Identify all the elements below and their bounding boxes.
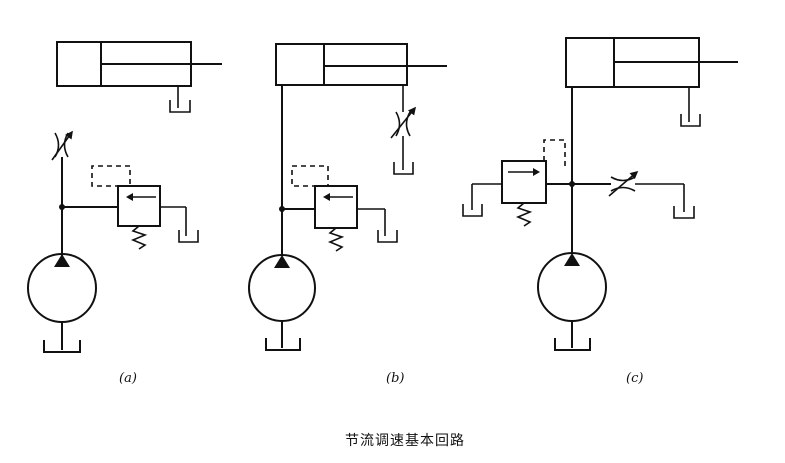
cylinder-c [565, 37, 738, 127]
throttle-valve-b [390, 85, 416, 175]
pump-a [27, 253, 97, 353]
circuit-a: (a) [27, 41, 222, 386]
label-b: (b) [386, 371, 404, 386]
relief-valve-c [462, 139, 572, 227]
relief-valve-b [291, 165, 398, 252]
pump-c [537, 252, 607, 351]
circuit-b: (b) [248, 43, 447, 386]
pump-b [248, 254, 316, 351]
label-c: (c) [626, 371, 643, 386]
relief-valve-a [91, 165, 199, 250]
throttle-valve-c [572, 170, 695, 219]
figure-caption: 节流调速基本回路 [345, 432, 465, 449]
cylinder-b [275, 43, 447, 86]
circuit-c: (c) [462, 37, 738, 386]
cylinder-a [56, 41, 222, 113]
label-a: (a) [119, 371, 137, 386]
throttle-valve-a [51, 130, 73, 161]
